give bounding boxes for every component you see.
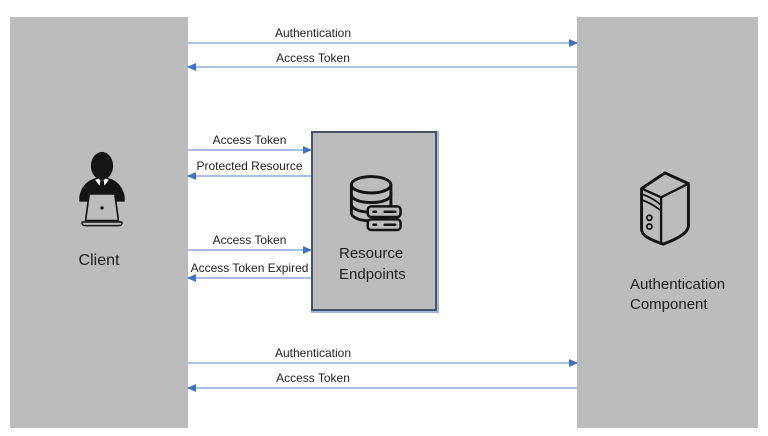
arrow-protected-resource bbox=[187, 172, 311, 180]
arrow-shaft bbox=[188, 66, 577, 68]
laptop-logo-dot bbox=[100, 206, 104, 210]
arrow-shaft bbox=[188, 42, 577, 44]
arrowhead-right-icon bbox=[303, 146, 312, 154]
person-at-laptop-icon bbox=[79, 151, 125, 227]
arrowhead-left-icon bbox=[187, 384, 196, 392]
database-icon bbox=[349, 175, 402, 232]
laptop-base bbox=[81, 221, 123, 227]
arrow-label-access-token-expired: Access Token Expired bbox=[190, 261, 309, 275]
arrow-label-access-token-resource-2: Access Token bbox=[212, 233, 287, 247]
arrow-access-token-resource-1 bbox=[188, 146, 312, 154]
arrow-access-token-bottom bbox=[187, 384, 577, 392]
arrowhead-right-icon bbox=[569, 39, 578, 47]
arrow-label-access-token-top: Access Token bbox=[276, 51, 350, 65]
arrow-authentication-bottom bbox=[188, 359, 578, 367]
tower-button-2 bbox=[645, 223, 653, 231]
arrow-access-token-expired bbox=[187, 274, 311, 282]
arrow-shaft bbox=[188, 149, 311, 151]
arrow-label-access-token-resource-1: Access Token bbox=[212, 133, 287, 147]
server-icon bbox=[640, 171, 690, 246]
arrowhead-right-icon bbox=[569, 359, 578, 367]
db-top-disk bbox=[349, 175, 393, 195]
arrow-access-token-top bbox=[187, 63, 577, 71]
tower-vent-line-1 bbox=[641, 193, 661, 206]
tower-button-1 bbox=[645, 214, 653, 222]
tower-vent-line-2 bbox=[641, 199, 661, 211]
db-divider-1 bbox=[349, 192, 393, 205]
arrow-label-protected-resource: Protected Resource bbox=[196, 159, 303, 173]
arrow-label-authentication-bottom: Authentication bbox=[274, 346, 352, 360]
arrow-shaft bbox=[188, 387, 577, 389]
person-head bbox=[90, 151, 114, 180]
arrow-shaft bbox=[188, 362, 577, 364]
authentication-component-label: Authentication Component bbox=[630, 276, 726, 313]
arrow-access-token-resource-2 bbox=[188, 246, 312, 254]
client-node: Client bbox=[10, 17, 188, 428]
resource-endpoints-node: Resource Endpoints bbox=[311, 131, 437, 311]
client-label: Client bbox=[78, 252, 120, 269]
resource-endpoints-label: Resource Endpoints bbox=[339, 245, 406, 283]
tower-top-edge bbox=[659, 182, 690, 199]
arrow-label-authentication-top: Authentication bbox=[274, 26, 352, 40]
arrowhead-left-icon bbox=[187, 172, 196, 180]
arrowhead-left-icon bbox=[187, 274, 196, 282]
tower-outline bbox=[640, 171, 690, 246]
arrow-shaft bbox=[188, 277, 311, 279]
arrow-shaft bbox=[188, 175, 311, 177]
arrow-shaft bbox=[188, 249, 311, 251]
arrow-label-access-token-bottom: Access Token bbox=[276, 371, 350, 385]
arrow-authentication-top bbox=[188, 39, 578, 47]
person-tie bbox=[99, 180, 105, 193]
arrowhead-left-icon bbox=[187, 63, 196, 71]
authentication-component-node: Authentication Component bbox=[577, 17, 758, 428]
arrowhead-right-icon bbox=[303, 246, 312, 254]
